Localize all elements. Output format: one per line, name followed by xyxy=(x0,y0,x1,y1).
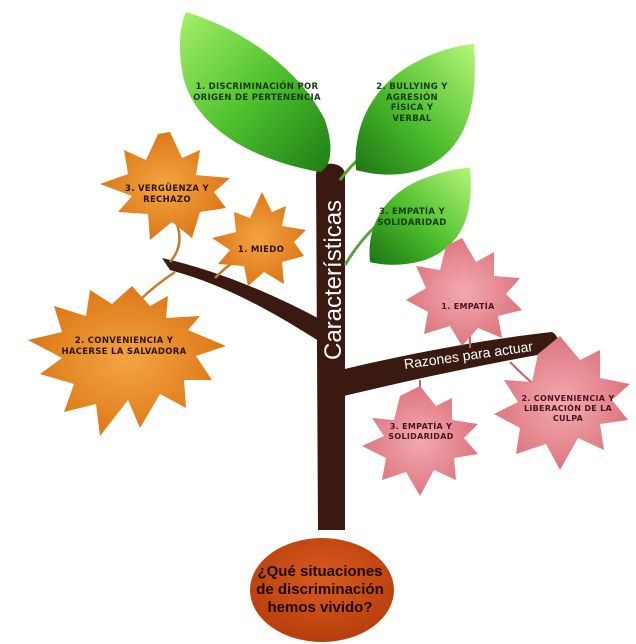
red-leaf-3-label: 3. EMPATÍA Y SOLIDARIDAD xyxy=(378,422,464,442)
root-line-3: hemos vivido? xyxy=(267,599,373,616)
left-branch xyxy=(162,258,325,345)
trunk-label: Características xyxy=(320,199,347,360)
orange-leaf-2 xyxy=(212,192,306,286)
green-leaf-3-line-2: SOLIDARIDAD xyxy=(377,217,447,228)
red-leaf-3-line-2: SOLIDARIDAD xyxy=(388,432,454,441)
orange-leaf-1-label: 3. VERGÜENZA Y RECHAZO xyxy=(112,184,222,205)
orange-leaf-1-line-1: 3. VERGÜENZA Y xyxy=(125,184,209,194)
orange-leaf-3-line-1: 2. CONVENIENCIA Y xyxy=(74,336,174,346)
orange-leaf-1-line-2: RECHAZO xyxy=(143,194,191,205)
orange-leaf-3 xyxy=(28,286,226,436)
red-leaf-2-label: 2. CONVENIENCIA Y LIBERACIÓN DE LA CULPA xyxy=(508,394,628,424)
green-leaf-2 xyxy=(355,44,475,175)
red-leaf-2-line-1: 2. CONVENIENCIA Y xyxy=(521,394,615,403)
root-ellipse xyxy=(250,538,394,642)
green-leaf-1-label: 1. DISCRIMINACIÓN POR ORIGEN DE PERTENEN… xyxy=(182,82,332,103)
red-leaf-1-label: 1. EMPATÍA xyxy=(428,302,508,312)
green-leaf-2-label: 2. BULLYING Y AGRESIÓN FÍSICA Y VERBAL xyxy=(372,82,452,125)
root-label: ¿Qué situaciones de discriminación hemos… xyxy=(254,563,386,617)
green-leaf-2-line-4: VERBAL xyxy=(392,113,432,124)
root-line-2: de discriminación xyxy=(256,581,384,598)
red-leaf-2-line-3: CULPA xyxy=(552,414,584,423)
red-leaf-2-line-2: LIBERACIÓN DE LA xyxy=(523,404,613,413)
green-leaf-1-line-2: ORIGEN DE PERTENENCIA xyxy=(193,92,321,103)
green-leaf-3 xyxy=(369,168,471,265)
orange-stem-lower xyxy=(139,270,176,301)
orange-leaf-3-label: 2. CONVENIENCIA Y HACERSE LA SALVADORA xyxy=(44,336,204,357)
green-leaf-3-label: 3. EMPATÍA Y SOLIDARIDAD xyxy=(372,207,452,228)
orange-leaf-2-line-1: 1. MIEDO xyxy=(237,245,285,255)
orange-leaf-1 xyxy=(100,132,230,240)
red-leaf-3-line-1: 3. EMPATÍA Y xyxy=(389,422,453,431)
red-leaf-2 xyxy=(494,336,630,470)
red-leaf-1-line-1: 1. EMPATÍA xyxy=(441,302,495,311)
red-leaf-3 xyxy=(362,386,478,496)
red-leaf-1 xyxy=(406,238,522,346)
orange-leaf-2-label: 1. MIEDO xyxy=(226,245,296,256)
orange-leaf-3-line-2: HACERSE LA SALVADORA xyxy=(61,346,187,357)
root-line-1: ¿Qué situaciones xyxy=(257,563,383,580)
trunk xyxy=(316,163,345,530)
green-leaf-1 xyxy=(179,12,331,172)
green-leaf-3-line-1: 3. EMPATÍA Y xyxy=(379,207,445,217)
green-leaf-1-line-1: 1. DISCRIMINACIÓN POR xyxy=(195,82,319,92)
green-leaf-2-line-3: FÍSICA Y xyxy=(390,103,434,114)
green-leaf-2-line-2: AGRESIÓN xyxy=(386,92,438,103)
right-branch xyxy=(320,332,559,400)
green-leaf-2-line-1: 2. BULLYING Y xyxy=(376,82,448,92)
